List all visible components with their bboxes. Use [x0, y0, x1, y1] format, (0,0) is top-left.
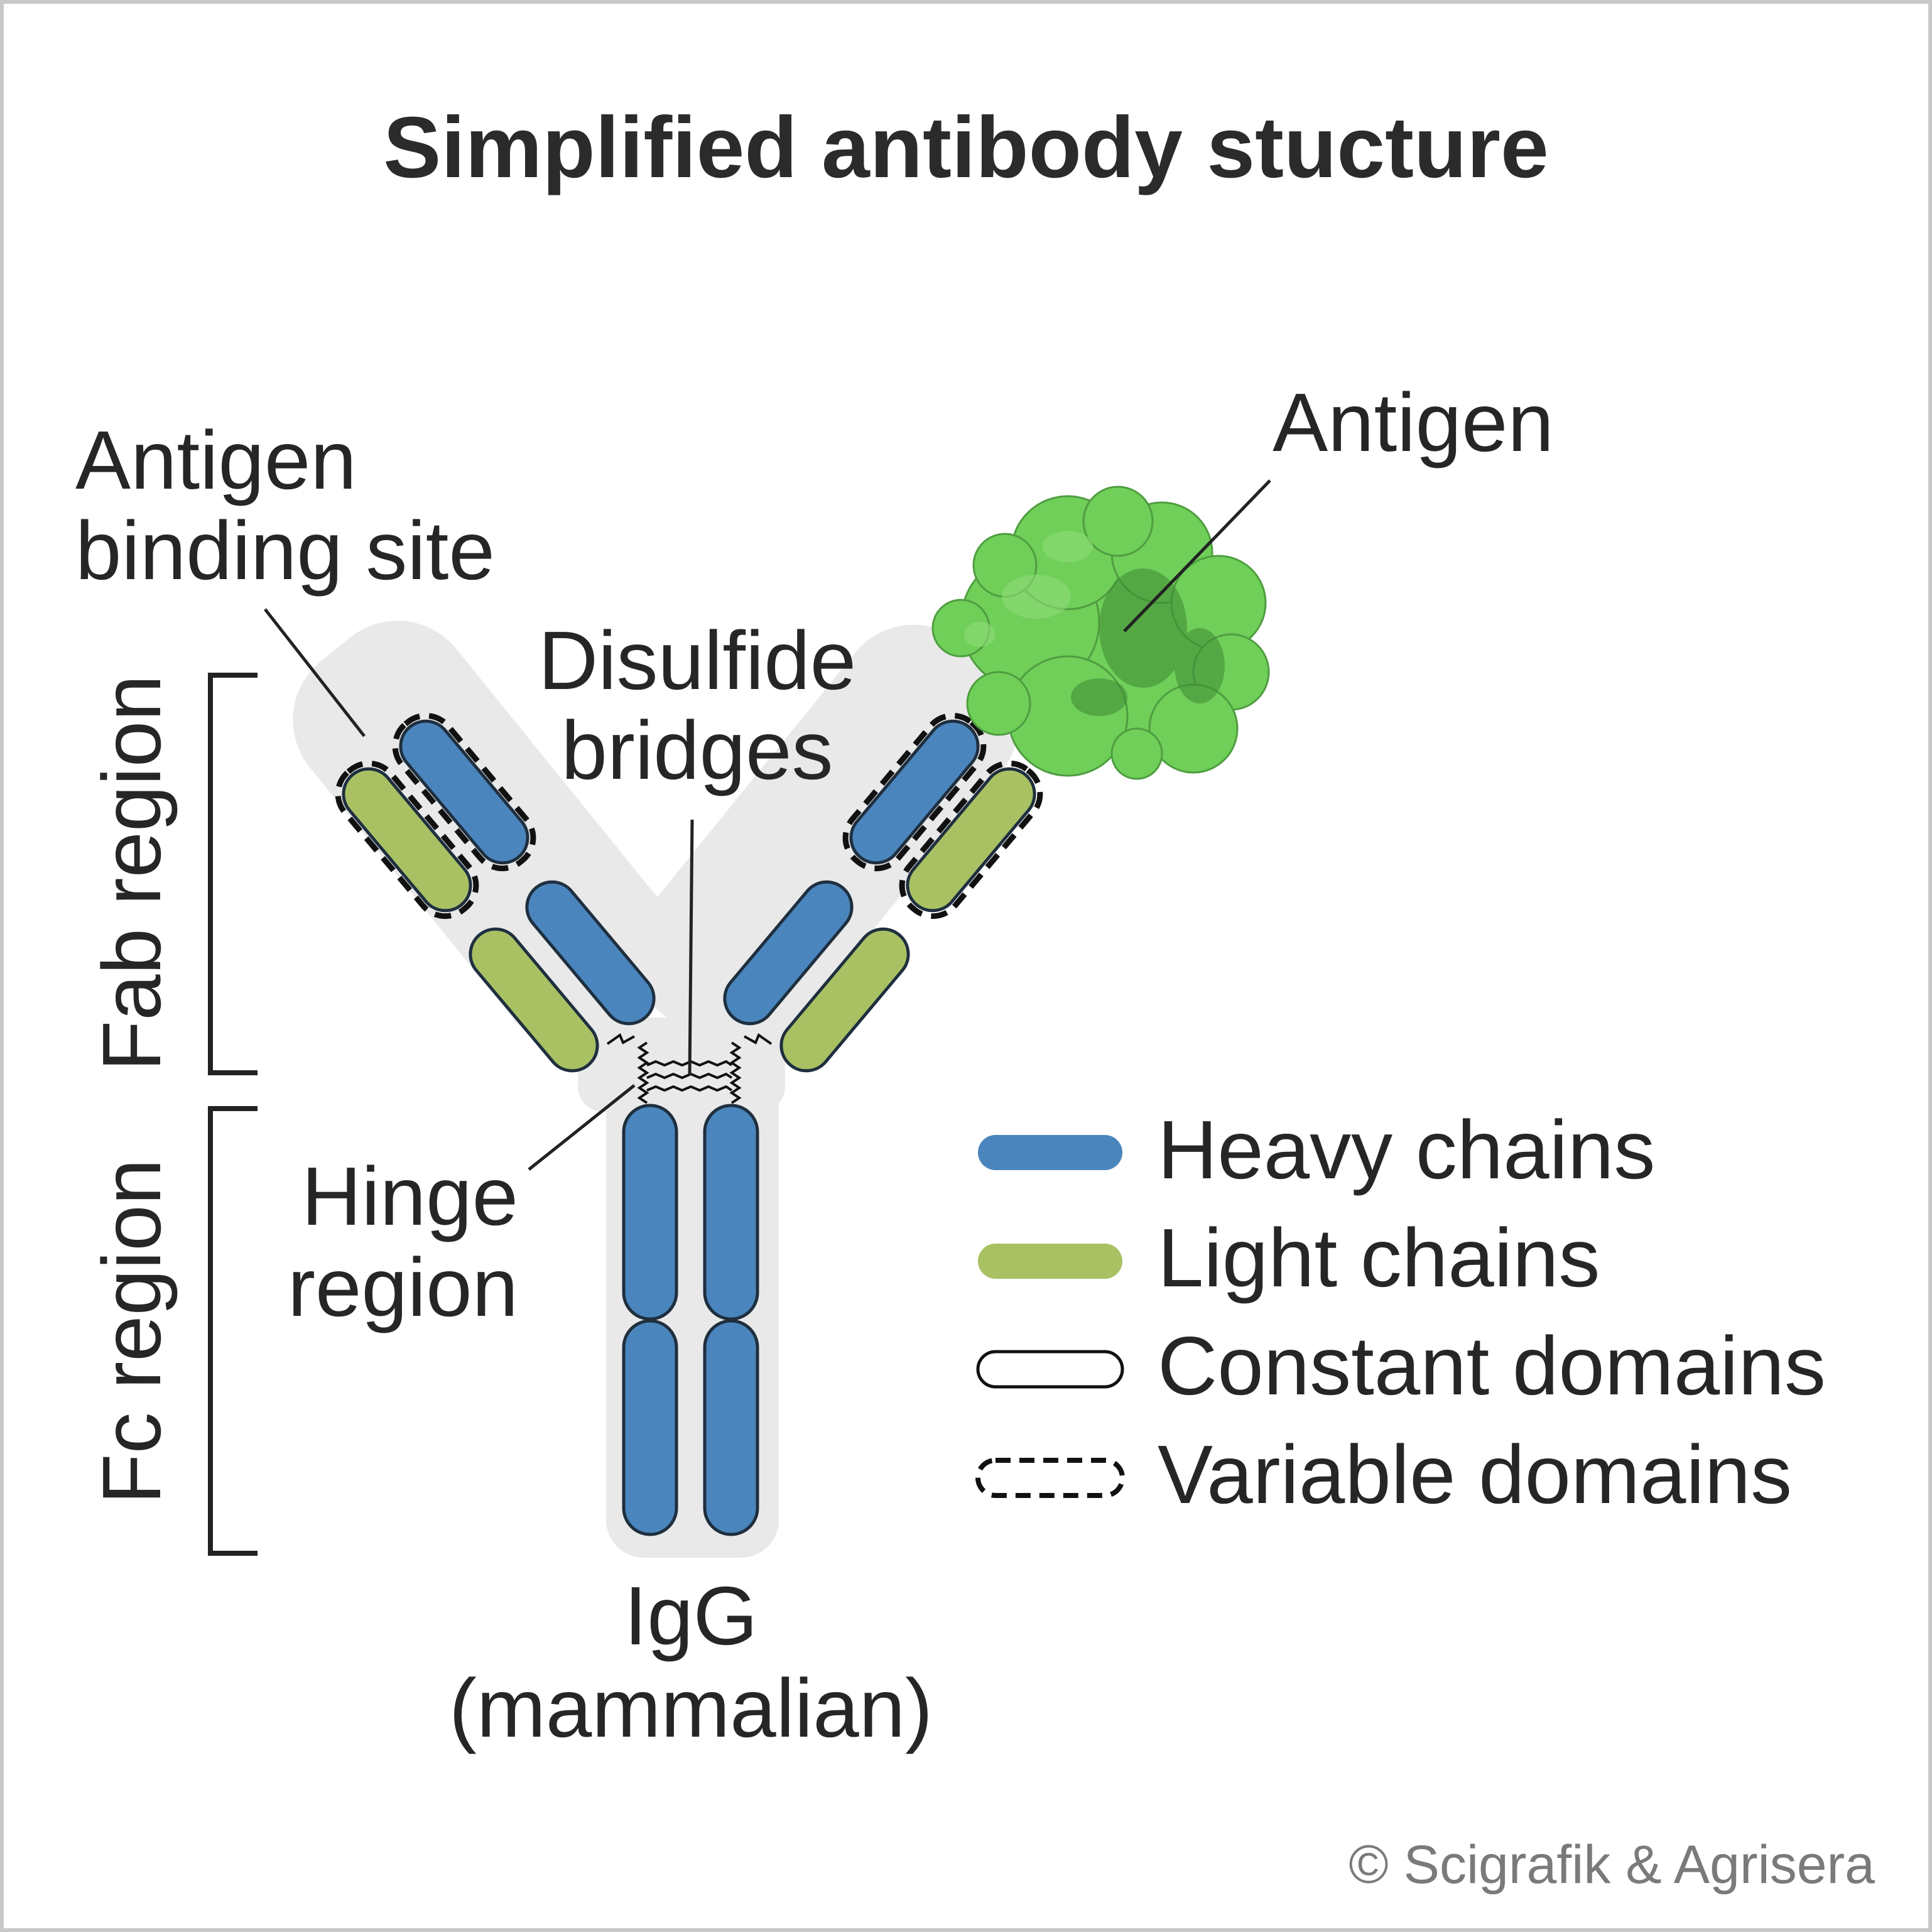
disulfide-bond-3 — [646, 1085, 733, 1092]
fc-left-upper-domain — [622, 1104, 678, 1321]
left-light-constant-domain — [469, 927, 599, 1073]
right-heavy-variable-outline — [842, 712, 987, 872]
antigen-leader-line — [1123, 479, 1271, 632]
legend-heavy-label: Heavy chains — [1158, 1104, 1655, 1196]
antigen-label: Antigen — [1273, 376, 1554, 469]
left-heavy-variable-outline — [392, 712, 536, 872]
disulfide-leader-line — [688, 819, 694, 1076]
legend-light-swatch — [978, 1244, 1122, 1279]
legend-constant-label: Constant domains — [1158, 1320, 1826, 1412]
binding-site-leader-line — [264, 608, 366, 737]
right-heavy-variable-domain — [849, 719, 980, 865]
legend-heavy-swatch — [978, 1135, 1122, 1170]
fab-region-label: Fab region — [85, 675, 178, 1071]
legend-variable-label: Variable domains — [1158, 1428, 1792, 1521]
fc-left-lower-domain — [622, 1319, 678, 1536]
antigen-binding-site-label-line1: Antigen — [75, 414, 357, 506]
left-fab-arm — [335, 712, 656, 1073]
legend-light-label: Light chains — [1158, 1212, 1600, 1304]
antigen-binding-site-label-line2: binding site — [75, 504, 495, 597]
legend-constant-swatch — [976, 1350, 1124, 1389]
fc-right-upper-domain — [703, 1104, 759, 1321]
fc-stem — [622, 1104, 759, 1536]
right-light-variable-outline — [899, 760, 1043, 920]
page-title: Simplified antibody stucture — [383, 99, 1549, 196]
left-heavy-variable-domain — [399, 719, 529, 865]
legend: Heavy chains Light chains Constant domai… — [975, 1104, 1826, 1521]
fc-right-lower-domain — [703, 1319, 759, 1536]
fab-region-bracket — [208, 673, 258, 1075]
igg-label-line2: (mammalian) — [449, 1662, 933, 1754]
fc-region-label: Fc region — [85, 1159, 178, 1504]
disulfide-bridges-label-line1: Disulfide — [538, 614, 856, 707]
legend-variable-swatch — [975, 1458, 1125, 1498]
left-light-variable-domain — [342, 767, 472, 913]
left-light-variable-outline — [335, 760, 479, 920]
right-fab-arm — [723, 712, 1043, 1073]
right-light-constant-domain — [779, 927, 910, 1073]
fc-region-bracket — [208, 1106, 258, 1556]
igg-label-line1: IgG — [624, 1570, 758, 1662]
right-heavy-constant-domain — [723, 880, 854, 1026]
antigen-illustration — [931, 486, 1270, 780]
left-heavy-constant-domain — [525, 880, 656, 1026]
copyright-credit: © Scigrafik & Agrisera — [1349, 1835, 1875, 1895]
right-light-variable-domain — [906, 767, 1036, 913]
hinge-region-label-line1: Hinge — [301, 1150, 518, 1242]
disulfide-bridges-label-line2: bridges — [562, 704, 833, 796]
hinge-region-label-line2: region — [288, 1241, 518, 1333]
hinge-leader-line — [528, 1084, 636, 1171]
